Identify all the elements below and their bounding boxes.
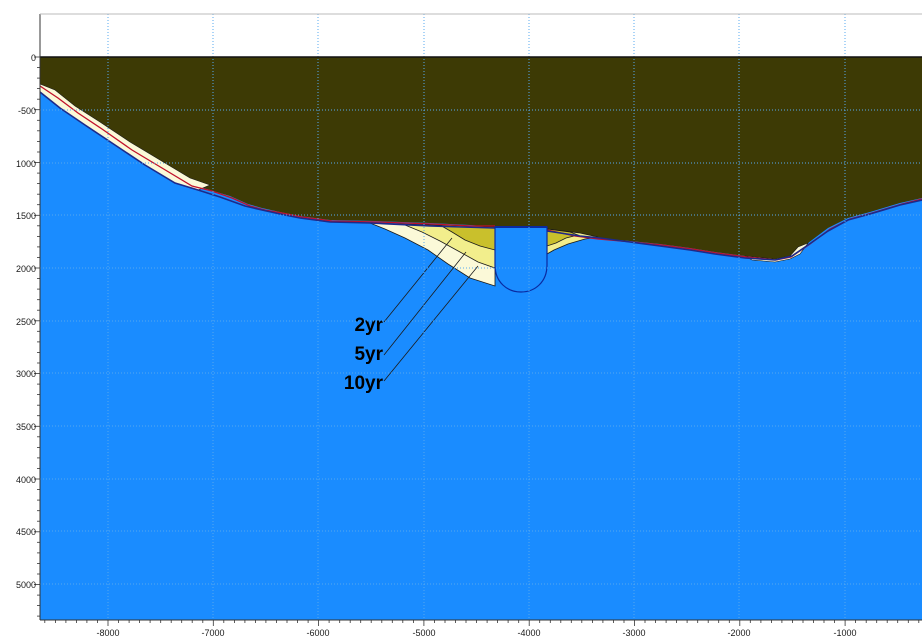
y-tick-label: 5000 [16, 580, 36, 590]
boundary-line [39, 91, 496, 229]
x-tick-label: -8000 [96, 628, 119, 638]
ground-region [40, 57, 922, 259]
vertical-grid [107, 14, 846, 620]
x-tick-label: -3000 [622, 628, 645, 638]
leader-line-2yr [383, 237, 453, 323]
y-tick-label: 4500 [16, 527, 36, 537]
surface-profile-red [39, 85, 495, 227]
y-axis-labels: 0 -500 1000 1500 2000 2500 3000 3500 400… [16, 53, 36, 590]
y-tick-label: -500 [18, 106, 36, 116]
y-tick-label: 3000 [16, 369, 36, 379]
label-5yr: 5yr [354, 344, 383, 365]
bottom-axis-minor-ticks [44, 620, 920, 626]
x-tick-label: -4000 [517, 628, 540, 638]
y-tick-label: 1500 [16, 211, 36, 221]
x-tick-label: -5000 [412, 628, 435, 638]
y-tick-label: 4000 [16, 475, 36, 485]
x-tick-label: -7000 [201, 628, 224, 638]
x-tick-label: -2000 [727, 628, 750, 638]
y-tick-label: 2000 [16, 264, 36, 274]
y-tick-label: 2500 [16, 317, 36, 327]
x-tick-label: -6000 [306, 628, 329, 638]
structure [494, 226, 548, 293]
sky-band [40, 0, 922, 57]
label-2yr: 2yr [354, 315, 383, 336]
x-axis-labels: -8000 -7000 -6000 -5000 -4000 -3000 -200… [96, 628, 856, 638]
y-tick-label: 0 [31, 53, 36, 63]
label-10yr: 10yr [344, 373, 384, 394]
leader-line-10yr [383, 265, 479, 382]
y-tick-label: 1000 [16, 159, 36, 169]
horizontal-grid [40, 109, 922, 585]
leader-line-5yr [383, 251, 467, 356]
left-axis-minor-ticks [34, 56, 40, 617]
y-tick-label: 3500 [16, 422, 36, 432]
x-tick-label: -1000 [833, 628, 856, 638]
boundary-line-right [546, 199, 922, 261]
